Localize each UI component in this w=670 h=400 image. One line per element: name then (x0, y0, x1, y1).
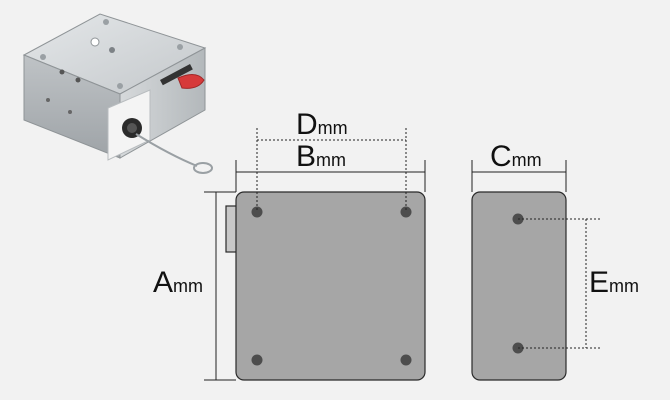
mount-hole-bottom-left (251, 354, 263, 366)
mount-hole-bottom-right (400, 354, 412, 366)
mount-hole-top-right (400, 206, 412, 218)
front-view (225, 191, 426, 381)
product-photo (22, 13, 213, 174)
mount-hole-top-left (251, 206, 263, 218)
front-view-panel (235, 191, 426, 381)
side-view-panel (471, 191, 567, 381)
label-b: Bmm (296, 140, 346, 173)
label-e: Emm (589, 266, 639, 299)
side-view (471, 191, 567, 381)
label-c: Cmm (490, 140, 542, 173)
dimension-lines (204, 128, 600, 381)
label-a: Amm (153, 266, 203, 299)
label-d: Dmm (296, 108, 348, 141)
